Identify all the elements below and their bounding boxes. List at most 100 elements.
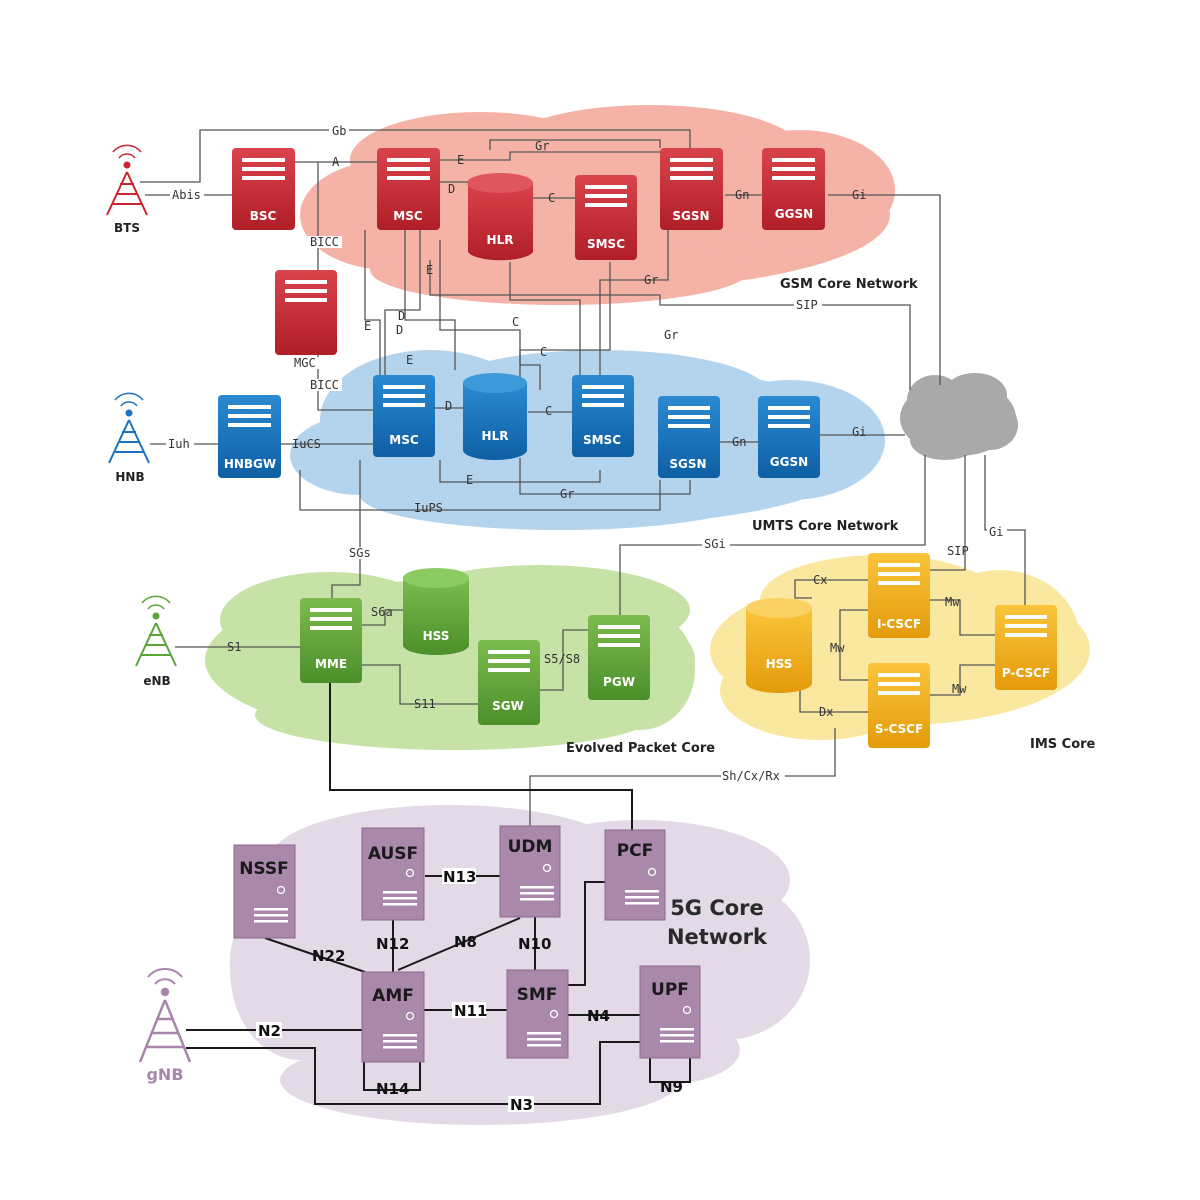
iucs-label: IuCS <box>292 437 321 451</box>
mme-node[interactable]: MME <box>300 598 362 683</box>
pgw-label: PGW <box>603 675 635 689</box>
n3-label: N3 <box>510 1096 533 1114</box>
ims-core-title: IMS Core <box>1030 737 1096 752</box>
mgc-label: MGC <box>294 356 316 370</box>
mme-label: MME <box>315 657 347 671</box>
n4-label: N4 <box>587 1007 610 1025</box>
n22-label: N22 <box>312 947 345 965</box>
gsm-sgsn-label: SGSN <box>672 209 709 223</box>
mgc-node[interactable] <box>275 270 337 355</box>
sip-label: SIP <box>796 298 818 312</box>
umts-msc-node[interactable]: MSC <box>373 375 435 457</box>
gsm-msc-node[interactable]: MSC <box>377 148 440 230</box>
hnbgw-node[interactable]: HNBGW <box>218 395 281 478</box>
nssf-node[interactable]: NSSF <box>233 844 296 939</box>
udm-node[interactable]: UDM <box>499 825 561 918</box>
epc-hss-node[interactable]: HSS <box>403 568 469 655</box>
icscf-node[interactable]: I-CSCF <box>868 553 930 638</box>
udm-label: UDM <box>508 837 553 857</box>
gsm-e-label: E <box>457 153 464 167</box>
5g-core-title-line1: 5G Core <box>670 896 764 920</box>
mw3-label: Mw <box>952 682 967 696</box>
bsc-node[interactable]: BSC <box>232 148 295 230</box>
umts-d-label: D <box>445 399 452 413</box>
d2-label: D <box>396 323 403 337</box>
mw1-label: Mw <box>945 595 960 609</box>
amf-label: AMF <box>372 986 414 1006</box>
nssf-label: NSSF <box>239 859 289 879</box>
amf-node[interactable]: AMF <box>361 971 425 1063</box>
mw2-label: Mw <box>830 641 845 655</box>
c-mid-label: C <box>512 315 519 329</box>
gsm-smsc-node[interactable]: SMSC <box>575 175 637 260</box>
gsm-d-label: D <box>448 182 455 196</box>
n11-label: N11 <box>454 1002 487 1020</box>
ims-sip-label: SIP <box>947 544 969 558</box>
epc-hss-label: HSS <box>423 629 450 643</box>
shcxrx-label: Sh/Cx/Rx <box>722 769 780 783</box>
n9-label: N9 <box>660 1078 683 1096</box>
e-left-label: E <box>364 319 371 333</box>
hnb-label: HNB <box>115 470 144 484</box>
pcf-label: PCF <box>617 841 654 861</box>
c-mid2-label: C <box>540 345 547 359</box>
gsm-gr-label: Gr <box>535 139 549 153</box>
umts-smsc-label: SMSC <box>583 433 621 447</box>
s5s8-label: S5/S8 <box>544 652 580 666</box>
n2-label: N2 <box>258 1022 281 1040</box>
sgs-label: SGs <box>349 546 371 560</box>
sgw-node[interactable]: SGW <box>478 640 540 725</box>
upf-node[interactable]: UPF <box>639 965 701 1059</box>
gsm-ggsn-label: GGSN <box>775 207 813 221</box>
ausf-label: AUSF <box>368 844 418 864</box>
scscf-node[interactable]: S-CSCF <box>868 663 930 748</box>
gnb-tower-icon <box>138 967 192 1063</box>
ims-gi-label: Gi <box>989 525 1003 539</box>
n14-label: N14 <box>376 1080 409 1098</box>
gsm-msc-label: MSC <box>393 209 423 223</box>
5g-core-title-line2: Network <box>667 925 768 949</box>
smf-node[interactable]: SMF <box>506 969 569 1059</box>
internet-cloud-shape <box>900 373 1018 460</box>
umts-ggsn-node[interactable]: GGSN <box>758 396 820 478</box>
gsm-e2-label: E <box>426 263 433 277</box>
umts-hlr-label: HLR <box>482 429 509 443</box>
bicc1-label: BICC <box>310 235 339 249</box>
gnb-label: gNB <box>146 1065 183 1084</box>
hnbgw-label: HNBGW <box>224 457 276 471</box>
n8-label: N8 <box>454 933 477 951</box>
gsm-gi-label: Gi <box>852 188 866 202</box>
interface-labels: Gb A Abis E D Gr C Gn Gi BICC E Gr SIP D… <box>166 124 1007 1114</box>
umts-gn-label: Gn <box>732 435 746 449</box>
umts-gi-label: Gi <box>852 425 866 439</box>
umts-core-title: UMTS Core Network <box>752 519 899 534</box>
hnb-tower-icon <box>108 392 150 464</box>
gsm-smsc-label: SMSC <box>587 237 625 251</box>
umts-c-label: C <box>545 404 552 418</box>
umts-ggsn-label: GGSN <box>770 455 808 469</box>
sgi-label: SGi <box>704 537 726 551</box>
ims-hss-node[interactable]: HSS <box>746 598 812 693</box>
iuh-label: Iuh <box>168 437 190 451</box>
gsm-core-title: GSM Core Network <box>780 277 918 292</box>
gsm-sgsn-node[interactable]: SGSN <box>660 148 723 230</box>
gsm-hlr-label: HLR <box>487 233 514 247</box>
bicc2-label: BICC <box>310 378 339 392</box>
gr-mid-label: Gr <box>644 273 658 287</box>
umts-sgsn-node[interactable]: SGSN <box>658 396 720 478</box>
umts-e-label: E <box>406 353 413 367</box>
pcf-node[interactable]: PCF <box>604 829 666 921</box>
pgw-node[interactable]: PGW <box>588 615 650 700</box>
epc-title: Evolved Packet Core <box>566 741 715 756</box>
icscf-label: I-CSCF <box>877 617 921 631</box>
gsm-ggsn-node[interactable]: GGSN <box>762 148 825 230</box>
umts-smsc-node[interactable]: SMSC <box>572 375 634 457</box>
ausf-node[interactable]: AUSF <box>361 827 425 921</box>
umts-hlr-node[interactable]: HLR <box>463 373 527 460</box>
pcscf-node[interactable]: P-CSCF <box>995 605 1057 690</box>
gsm-hlr-node[interactable]: HLR <box>467 173 533 261</box>
legacy-links <box>140 129 1026 826</box>
umts-sgsn-label: SGSN <box>669 457 706 471</box>
umts-e2-label: E <box>466 473 473 487</box>
gsm-gn-label: Gn <box>735 188 749 202</box>
